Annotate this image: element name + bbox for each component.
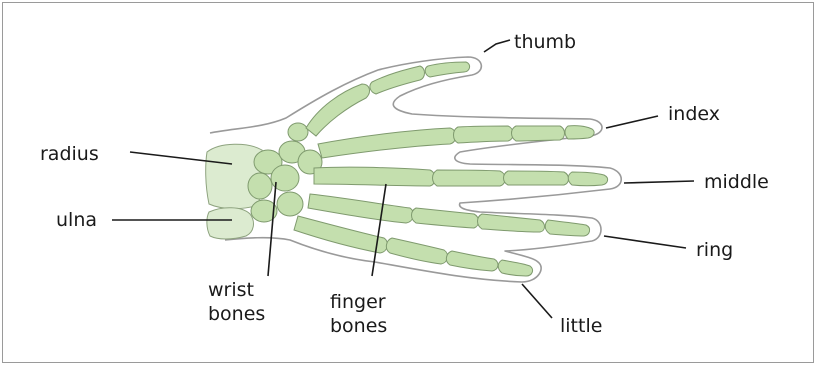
ring-leader-line	[604, 236, 686, 248]
label-finger-bones-line2: bones	[330, 315, 387, 337]
label-ring: ring	[696, 239, 733, 261]
label-index: index	[668, 103, 720, 125]
label-wrist-bones-line1: wrist	[208, 279, 254, 301]
ulna-bone	[207, 208, 254, 239]
index-leader-line	[606, 116, 658, 128]
carpal-bone	[288, 123, 308, 141]
label-radius: radius	[40, 143, 99, 165]
label-little: little	[560, 315, 602, 337]
label-middle: middle	[704, 171, 769, 193]
middle-leader-line	[624, 181, 694, 183]
carpal-bone	[248, 173, 272, 199]
label-finger-bones-line1: finger	[330, 291, 386, 313]
little-leader-line	[522, 284, 552, 318]
carpal-bone	[277, 192, 303, 216]
index-finger-bones	[318, 126, 594, 158]
label-wrist-bones-line2: bones	[208, 303, 265, 325]
label-ulna: ulna	[56, 209, 97, 231]
wrist-bones-leader-line	[268, 182, 276, 276]
thumb-bones	[306, 62, 470, 136]
thumb-leader-line	[484, 40, 510, 52]
middle-finger-bones	[314, 167, 608, 186]
label-thumb: thumb	[514, 31, 576, 53]
